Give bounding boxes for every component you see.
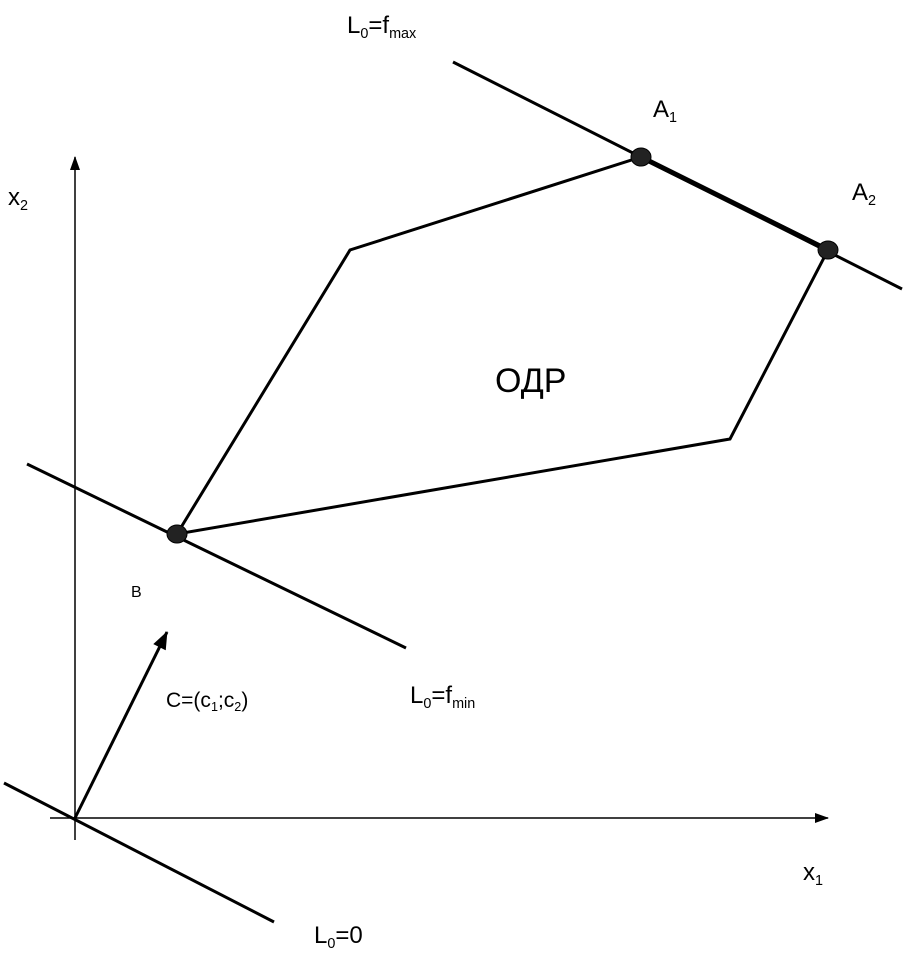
label-b: B bbox=[131, 584, 142, 601]
gradient-vector-c bbox=[73, 631, 169, 819]
label-x1: x1 bbox=[803, 859, 824, 890]
label-a2: A2 bbox=[852, 179, 877, 210]
label-gradient-vector: C=(c1;c2) bbox=[166, 689, 249, 715]
feasible-region-polygon bbox=[174, 155, 831, 537]
label-feasible-region: ОДР bbox=[495, 362, 567, 400]
label-fmin: L0=fmin bbox=[410, 682, 476, 713]
level-line-fmin bbox=[26, 462, 407, 650]
level-line-zero bbox=[3, 781, 275, 924]
point-min bbox=[166, 524, 188, 544]
point-a1 bbox=[630, 147, 652, 167]
label-fmax: L0=fmax bbox=[347, 12, 417, 43]
label-a1: A1 bbox=[653, 96, 678, 127]
point-a2 bbox=[817, 240, 839, 260]
optimal-edge-a1-a2 bbox=[639, 154, 830, 253]
label-zero-level: L0=0 bbox=[314, 922, 363, 953]
label-x2: x2 bbox=[8, 184, 29, 215]
